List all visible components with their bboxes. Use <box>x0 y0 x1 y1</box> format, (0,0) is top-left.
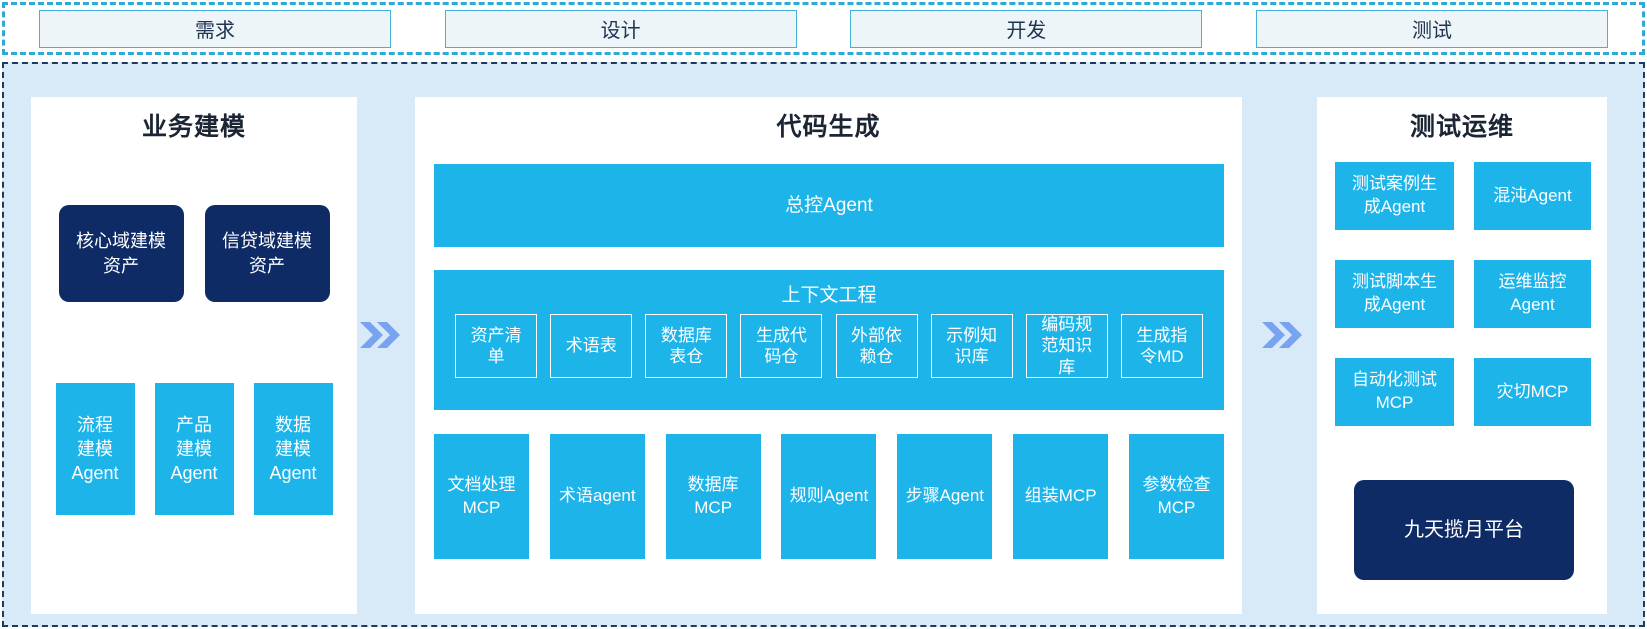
context-item-example-kb: 示例知 识库 <box>930 314 1013 378</box>
tool-box-database-mcp: 数据库 MCP <box>665 434 761 559</box>
master-agent-bar: 总控Agent <box>434 164 1224 247</box>
context-item-external-deps-repo: 外部依 赖仓 <box>835 314 918 378</box>
phase-box-requirements: 需求 <box>39 9 391 48</box>
tool-box-doc-processing-mcp: 文档处理 MCP <box>434 434 529 559</box>
asset-box-core-domain: 核心域建模 资产 <box>58 205 184 302</box>
tool-box-step-agent: 步骤Agent <box>897 434 993 559</box>
test-box-auto-test-mcp: 自动化测试 MCP <box>1335 358 1454 426</box>
phase-box-development: 开发 <box>850 9 1203 48</box>
tool-box-rule-agent: 规则Agent <box>781 434 877 559</box>
tool-box-assembly-mcp: 组装MCP <box>1013 434 1109 559</box>
tool-box-glossary-agent: 术语agent <box>549 434 645 559</box>
panel-business-modeling: 业务建模 核心域建模 资产 信贷域建模 资产 流程 建模 Agent 产品 建模… <box>31 97 357 614</box>
asset-box-credit-domain: 信贷域建模 资产 <box>204 205 330 302</box>
agent-box-data-modeling: 数据 建模 Agent <box>253 383 333 515</box>
double-chevron-arrow-icon <box>360 322 400 348</box>
panel-test-ops: 测试运维 测试案例生 成Agent 混沌Agent 测试脚本生 成Agent 运… <box>1317 97 1607 614</box>
context-item-coding-standards-kb: 编码规 范知识 库 <box>1025 314 1108 378</box>
test-box-ops-monitor-agent: 运维监控 Agent <box>1474 260 1591 328</box>
context-engineering-section: 上下文工程 资产清 单 术语表 数据库 表仓 生成代 码仓 外部依 赖仓 示例知… <box>434 270 1224 410</box>
platform-box-jiutian-lanyue: 九天揽月平台 <box>1354 480 1574 580</box>
context-item-instruction-md: 生成指 令MD <box>1120 314 1203 378</box>
phase-strip: 需求 设计 开发 测试 <box>2 2 1645 55</box>
context-item-db-table-repo: 数据库 表仓 <box>645 314 728 378</box>
agent-box-product-modeling: 产品 建模 Agent <box>154 383 234 515</box>
context-item-generated-code-repo: 生成代 码仓 <box>740 314 823 378</box>
panel-code-generation: 代码生成 总控Agent 上下文工程 资产清 单 术语表 数据库 表仓 生成代 … <box>415 97 1242 614</box>
context-item-glossary: 术语表 <box>550 314 633 378</box>
test-box-case-gen-agent: 测试案例生 成Agent <box>1335 162 1454 230</box>
test-ops-grid: 测试案例生 成Agent 混沌Agent 测试脚本生 成Agent 运维监控 A… <box>1335 162 1591 426</box>
test-box-script-gen-agent: 测试脚本生 成Agent <box>1335 260 1454 328</box>
test-ops-title: 测试运维 <box>1409 113 1514 141</box>
business-modeling-title: 业务建模 <box>141 113 246 141</box>
context-item-asset-list: 资产清 单 <box>455 314 538 378</box>
main-diagram-area: 业务建模 核心域建模 资产 信贷域建模 资产 流程 建模 Agent 产品 建模… <box>2 62 1645 627</box>
test-box-disaster-switch-mcp: 灾切MCP <box>1474 358 1591 426</box>
modeling-asset-row: 核心域建模 资产 信贷域建模 资产 <box>31 205 357 302</box>
code-generation-tools-row: 文档处理 MCP 术语agent 数据库 MCP 规则Agent 步骤Agent… <box>434 434 1224 559</box>
tool-box-param-check-mcp: 参数检查 MCP <box>1128 434 1224 559</box>
phase-box-testing: 测试 <box>1255 9 1608 48</box>
agent-box-process-modeling: 流程 建模 Agent <box>55 383 135 515</box>
context-items-row: 资产清 单 术语表 数据库 表仓 生成代 码仓 外部依 赖仓 示例知 识库 编码… <box>434 314 1224 378</box>
context-engineering-title: 上下文工程 <box>781 285 877 306</box>
code-generation-title: 代码生成 <box>776 113 881 141</box>
phase-box-design: 设计 <box>444 9 797 48</box>
modeling-agent-row: 流程 建模 Agent 产品 建模 Agent 数据 建模 Agent <box>31 383 357 515</box>
double-chevron-arrow-icon <box>1262 322 1302 348</box>
test-box-chaos-agent: 混沌Agent <box>1474 162 1591 230</box>
